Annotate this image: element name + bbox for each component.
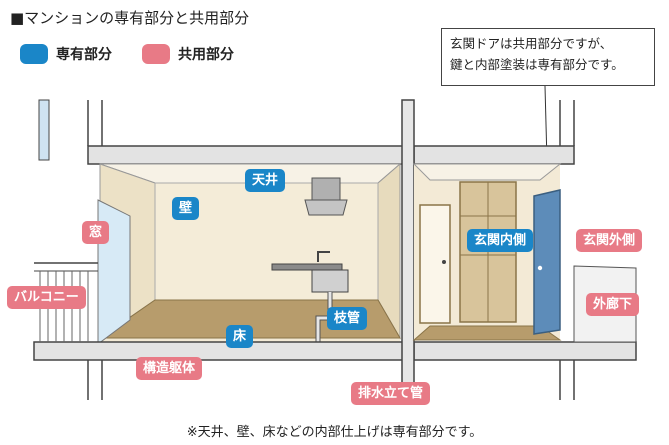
inner-door-knob <box>442 260 446 264</box>
label-corridor: 外廊下 <box>586 293 640 316</box>
kitchen-counter <box>271 263 343 271</box>
private-swatch <box>20 44 48 64</box>
label-drain-stack: 排水立て管 <box>351 382 431 405</box>
page-title: ■マンションの専有部分と共用部分 <box>10 9 250 27</box>
kitchen-sink <box>311 269 349 293</box>
legend: 専有部分 共用部分 <box>20 44 234 64</box>
drain-stack-pipe <box>401 99 415 401</box>
upper-slab-right <box>413 145 575 165</box>
callout-line-1: 玄関ドアは共用部分ですが、 <box>450 36 613 51</box>
inner-door <box>419 204 451 324</box>
label-branch-pipe: 枝管 <box>327 307 368 330</box>
front-door-knob <box>537 265 543 271</box>
label-window: 窓 <box>82 221 110 244</box>
label-structure: 構造躯体 <box>136 357 203 380</box>
range-hood-duct <box>311 177 341 201</box>
entrance-door-callout: 玄関ドアは共用部分ですが、 鍵と内部塗装は専有部分です。 <box>441 28 655 86</box>
lower-slab-right <box>413 341 637 361</box>
upper-slab-left <box>87 145 405 165</box>
upper-column-right <box>559 100 575 146</box>
room-floor <box>98 299 401 339</box>
label-floor: 床 <box>226 325 254 348</box>
faucet <box>317 251 330 262</box>
label-ceiling: 天井 <box>245 169 286 192</box>
range-hood <box>304 199 348 216</box>
label-entrance-inside: 玄関内側 <box>467 229 534 252</box>
callout-line-2: 鍵と内部塗装は専有部分です。 <box>450 57 624 72</box>
label-wall: 壁 <box>172 197 200 220</box>
lower-column-right <box>559 360 575 400</box>
legend-common-label: 共用部分 <box>178 47 234 63</box>
lower-slab-left <box>33 341 405 361</box>
front-door <box>533 189 561 335</box>
upper-column-left <box>87 100 103 146</box>
label-balcony: バルコニー <box>7 286 86 309</box>
upper-window <box>38 99 50 161</box>
label-entrance-outside: 玄関外側 <box>576 229 643 252</box>
footnote: ※天井、壁、床などの内部仕上げは専有部分です。 <box>186 425 483 440</box>
lower-column-left <box>87 360 103 400</box>
legend-private-label: 専有部分 <box>56 47 112 63</box>
common-swatch <box>142 44 170 64</box>
